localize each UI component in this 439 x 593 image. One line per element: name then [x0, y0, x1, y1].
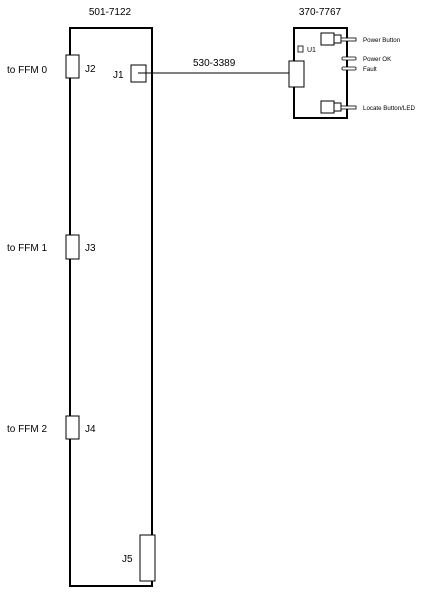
connector-j3	[65, 234, 80, 260]
fault-led	[341, 66, 357, 71]
fault-label: Fault	[363, 66, 377, 73]
ffm-1-label: to FFM 1	[7, 243, 47, 254]
ffm-2-label: to FFM 2	[7, 424, 47, 435]
main-board-part-number: 501-7122	[89, 7, 132, 18]
connector-j5	[139, 534, 156, 582]
power-button-cap	[333, 34, 342, 44]
power-ok-label: Power OK	[363, 56, 392, 63]
chip-u1	[297, 45, 304, 53]
locate-button-lead	[340, 105, 357, 110]
power-button-lead	[340, 37, 357, 42]
locate-label: Locate Button/LED	[363, 105, 415, 112]
front-panel-connector	[288, 60, 305, 88]
front-panel-board-part-number: 370-7767	[299, 7, 342, 18]
connector-j1-label: J1	[113, 70, 124, 81]
locate-button-body	[320, 100, 335, 114]
connector-j2	[65, 54, 80, 79]
connector-j4-label: J4	[85, 424, 96, 435]
connector-j5-label: J5	[122, 554, 133, 565]
connector-j3-label: J3	[85, 243, 96, 254]
main-board	[69, 27, 153, 587]
cable-part-number: 530-3389	[193, 58, 236, 69]
connector-j2-label: J2	[85, 64, 96, 75]
connector-j4	[65, 415, 80, 440]
power-button-body	[320, 32, 335, 46]
chip-u1-label: U1	[307, 47, 316, 54]
power-ok-led	[341, 56, 357, 61]
locate-button-cap	[333, 102, 342, 112]
ffm-0-label: to FFM 0	[7, 65, 47, 76]
power-button-label: Power Button	[363, 37, 401, 44]
